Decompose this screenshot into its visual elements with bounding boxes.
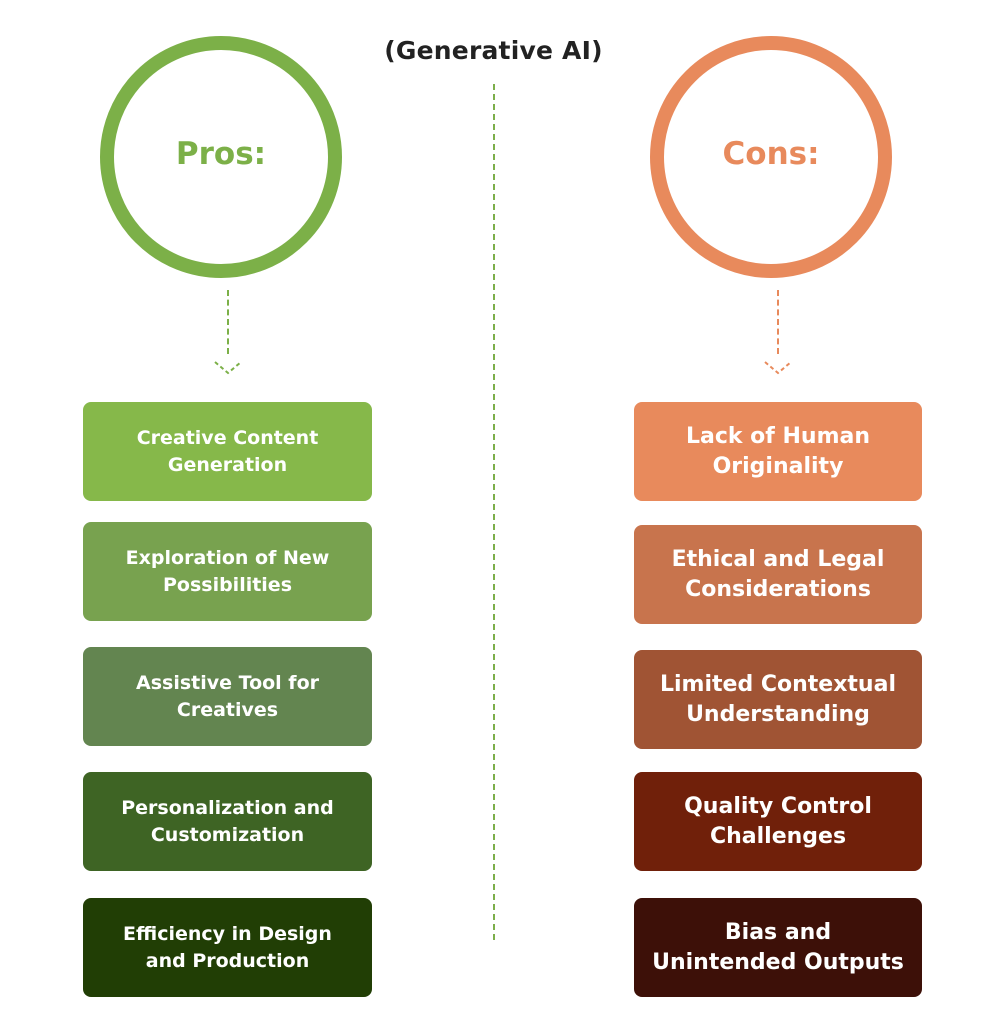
pros-item-4: Personalization and Customization — [83, 772, 372, 871]
cons-item-1: Lack of Human Originality — [634, 402, 922, 501]
cons-circle: Cons: — [650, 36, 892, 278]
cons-item-3: Limited Contextual Understanding — [634, 650, 922, 749]
pros-item-1: Creative Content Generation — [83, 402, 372, 501]
pros-item-2: Exploration of New Possibilities — [83, 522, 372, 621]
cons-item-4: Quality Control Challenges — [634, 772, 922, 871]
pros-item-5: Efficiency in Design and Production — [83, 898, 372, 997]
cons-chevron-down-icon — [764, 361, 792, 375]
cons-heading: Cons: — [722, 136, 820, 172]
pros-heading: Pros: — [175, 136, 267, 172]
pros-item-3: Assistive Tool for Creatives — [83, 647, 372, 746]
pros-chevron-down-icon — [214, 361, 242, 375]
pros-circle: Pros: — [100, 36, 342, 278]
center-dashed-divider — [493, 84, 495, 940]
cons-item-5: Bias and Unintended Outputs — [634, 898, 922, 997]
cons-item-2: Ethical and Legal Considerations — [634, 525, 922, 624]
diagram-title: (Generative AI) — [384, 36, 603, 65]
pros-dashed-connector — [227, 290, 229, 354]
cons-dashed-connector — [777, 290, 779, 354]
